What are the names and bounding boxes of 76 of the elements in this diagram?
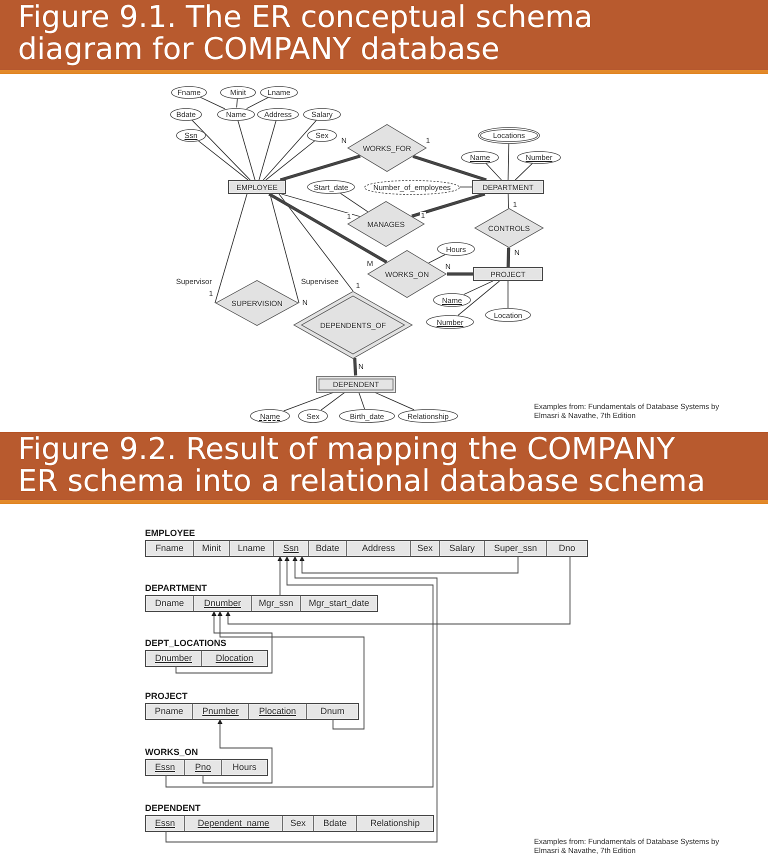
- foreign-key-arrow: [226, 556, 570, 624]
- column-cell: Bdate: [309, 541, 347, 556]
- connector-line: [262, 120, 317, 180]
- column-cell: Sex: [283, 816, 314, 831]
- connector-line: [506, 248, 510, 268]
- column-cell: Dlocation: [202, 651, 267, 666]
- table-name: EMPLOYEE: [145, 527, 196, 540]
- connector-line: [278, 194, 354, 292]
- column-cell: Essn: [146, 760, 185, 775]
- connector-line: [280, 154, 361, 182]
- table-name: DEPENDENT: [145, 802, 201, 815]
- column-cell: Pnumber: [193, 704, 249, 719]
- connector-line: [458, 280, 500, 316]
- table-name: PROJECT: [145, 690, 188, 703]
- foreign-key-arrow: [166, 556, 438, 842]
- connector-line: [191, 120, 251, 180]
- column-cell: Dependent_name: [185, 816, 283, 831]
- column-cell: Sex: [411, 541, 440, 556]
- column-cell: Relationship: [357, 816, 433, 831]
- connector-line: [200, 96, 226, 110]
- column-cell: Fname: [146, 541, 194, 556]
- column-cell: Ssn: [274, 541, 309, 556]
- connector-line: [265, 140, 316, 180]
- connector-line: [485, 162, 502, 180]
- foreign-key-arrow: [166, 556, 434, 788]
- connector-line: [508, 194, 509, 209]
- column-cell: Lname: [230, 541, 274, 556]
- column-cell: Pname: [146, 704, 193, 719]
- connector-line: [320, 392, 346, 411]
- connector-line: [353, 358, 358, 376]
- connector-line: [268, 192, 388, 264]
- column-cell: Dnumber: [146, 651, 202, 666]
- table-name: DEPARTMENT: [145, 582, 207, 595]
- connector-line: [374, 392, 415, 410]
- column-cell: Dnumber: [194, 596, 252, 611]
- connector-line: [214, 194, 248, 304]
- column-cell: Dno: [547, 541, 587, 556]
- column-cell: Essn: [146, 816, 185, 831]
- connector-line: [340, 192, 368, 212]
- column-cell: Dnum: [307, 704, 358, 719]
- column-cell: Salary: [440, 541, 485, 556]
- connector-line: [514, 162, 534, 180]
- table-name: DEPT_LOCATIONS: [145, 637, 226, 650]
- figure-title: Figure 9.2. Result of mapping the COMPANY ER schema into a relational database schema: [18, 434, 706, 498]
- foreign-key-arrow: [176, 610, 272, 674]
- column-cell: Hours: [222, 760, 267, 775]
- connector-line: [411, 192, 486, 218]
- connector-line: [237, 120, 256, 180]
- connector-line: [246, 96, 269, 110]
- column-cell: Super_ssn: [485, 541, 547, 556]
- column-cell: Bdate: [314, 816, 357, 831]
- figure-title: Figure 9.1. The ER conceptual schema diagram for COMPANY database: [18, 2, 594, 66]
- connector-line: [270, 194, 300, 304]
- connector-line: [283, 392, 334, 412]
- connector-line: [428, 254, 446, 264]
- connector-line: [358, 392, 366, 410]
- connector-line: [280, 194, 360, 217]
- connector-line: [460, 186, 472, 188]
- column-cell: Dname: [146, 596, 194, 611]
- foreign-key-arrow: [202, 718, 272, 784]
- column-cell: Mgr_start_date: [301, 596, 377, 611]
- connector-line: [447, 272, 473, 276]
- foreign-key-arrow: [278, 556, 282, 596]
- foreign-key-arrow: [300, 556, 518, 574]
- table-name: WORKS_ON: [145, 746, 198, 759]
- column-cell: Mgr_ssn: [252, 596, 301, 611]
- column-cell: Minit: [194, 541, 230, 556]
- column-cell: Address: [347, 541, 411, 556]
- connector-line: [463, 280, 494, 295]
- connector-line: [236, 98, 238, 108]
- connector-line: [258, 120, 277, 180]
- connector-line: [198, 140, 249, 180]
- column-cell: Plocation: [249, 704, 307, 719]
- connector-line: [412, 154, 487, 182]
- column-cell: Pno: [185, 760, 222, 775]
- foreign-key-arrow: [218, 610, 364, 730]
